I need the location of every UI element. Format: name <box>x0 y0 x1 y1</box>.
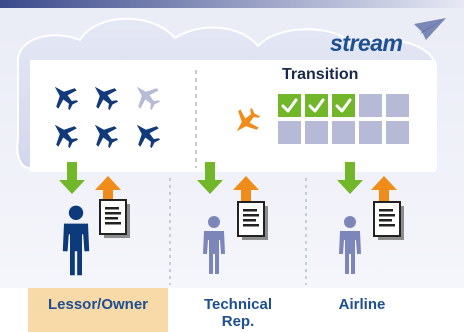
empty-tile <box>278 121 301 144</box>
empty-tile <box>386 94 409 117</box>
role-label-airline: Airline <box>338 296 386 313</box>
empty-tile <box>359 121 382 144</box>
empty-tile <box>332 121 355 144</box>
empty-tile <box>359 94 382 117</box>
checkmark-icon <box>281 98 298 113</box>
paper-plane-icon <box>414 18 446 40</box>
empty-tile <box>305 121 328 144</box>
top-accent-bar <box>0 0 464 8</box>
checkmark-icon <box>308 98 325 113</box>
role-label-lessor: Lessor/Owner <box>47 296 149 313</box>
checked-tile <box>278 94 301 117</box>
document-airline-icon <box>373 201 405 241</box>
stream-logo-text: stream <box>330 30 403 56</box>
checked-tile <box>332 94 355 117</box>
lessor-highlight-band <box>28 288 168 332</box>
checked-tile <box>305 94 328 117</box>
empty-tile <box>386 121 409 144</box>
document-lessor-icon <box>99 199 131 239</box>
transition-title: Transition <box>282 66 359 83</box>
transition-tiles <box>278 94 409 144</box>
document-techrep-icon <box>237 201 269 241</box>
checkmark-icon <box>335 98 352 113</box>
paper-plane-fold-icon <box>420 18 446 34</box>
role-label-technical-rep: Technical Rep. <box>203 296 273 330</box>
